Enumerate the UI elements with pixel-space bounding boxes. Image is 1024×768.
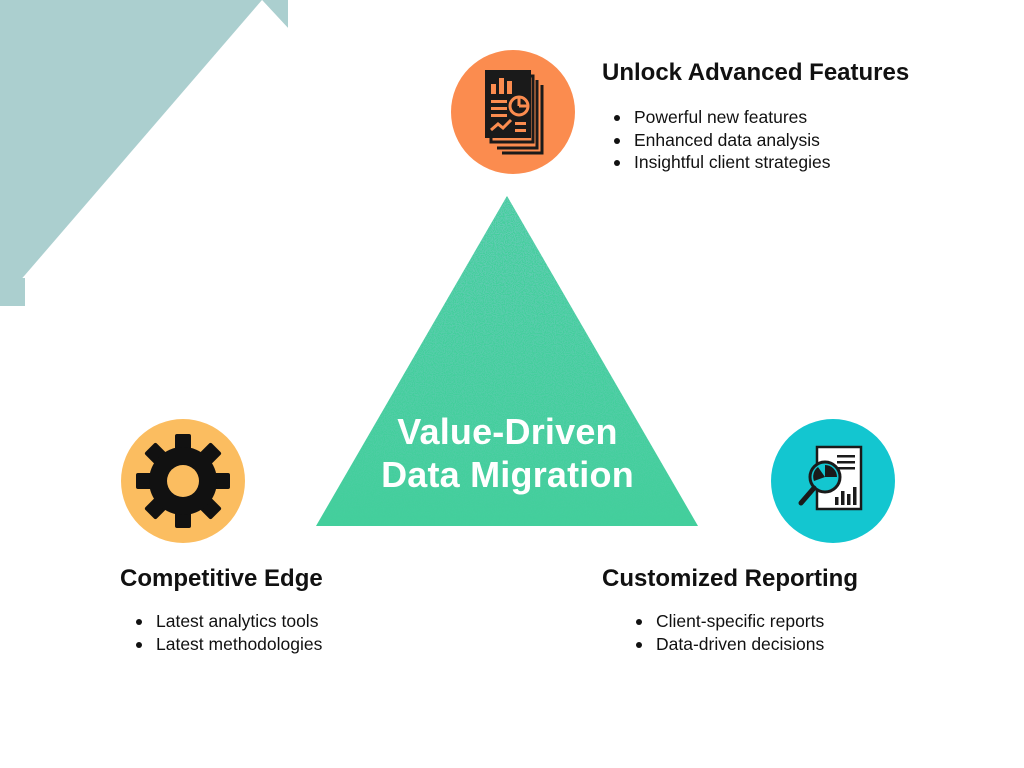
center-title: Value-Driven Data Migration (355, 410, 660, 496)
center-title-line2: Data Migration (381, 454, 634, 495)
list-item: Enhanced data analysis (614, 129, 894, 152)
corner-decoration (0, 0, 288, 306)
left-block-list: Latest analytics tools Latest methodolog… (124, 610, 416, 655)
list-item: Insightful client strategies (614, 151, 894, 174)
list-item: Latest analytics tools (136, 610, 416, 633)
center-title-line1: Value-Driven (397, 411, 618, 452)
list-item: Client-specific reports (636, 610, 916, 633)
list-item: Latest methodologies (136, 633, 416, 656)
center-triangle (316, 196, 698, 526)
right-block-list: Client-specific reports Data-driven deci… (624, 610, 916, 655)
top-block-title: Unlock Advanced Features (602, 59, 910, 86)
top-block-list: Powerful new features Enhanced data anal… (602, 106, 894, 174)
list-item: Data-driven decisions (636, 633, 916, 656)
gear-icon (121, 419, 245, 543)
magnifier-report-icon (771, 419, 895, 543)
left-block-title: Competitive Edge (120, 565, 323, 592)
list-item: Powerful new features (614, 106, 894, 129)
right-block-title: Customized Reporting (602, 565, 858, 592)
report-document-icon (451, 50, 575, 174)
